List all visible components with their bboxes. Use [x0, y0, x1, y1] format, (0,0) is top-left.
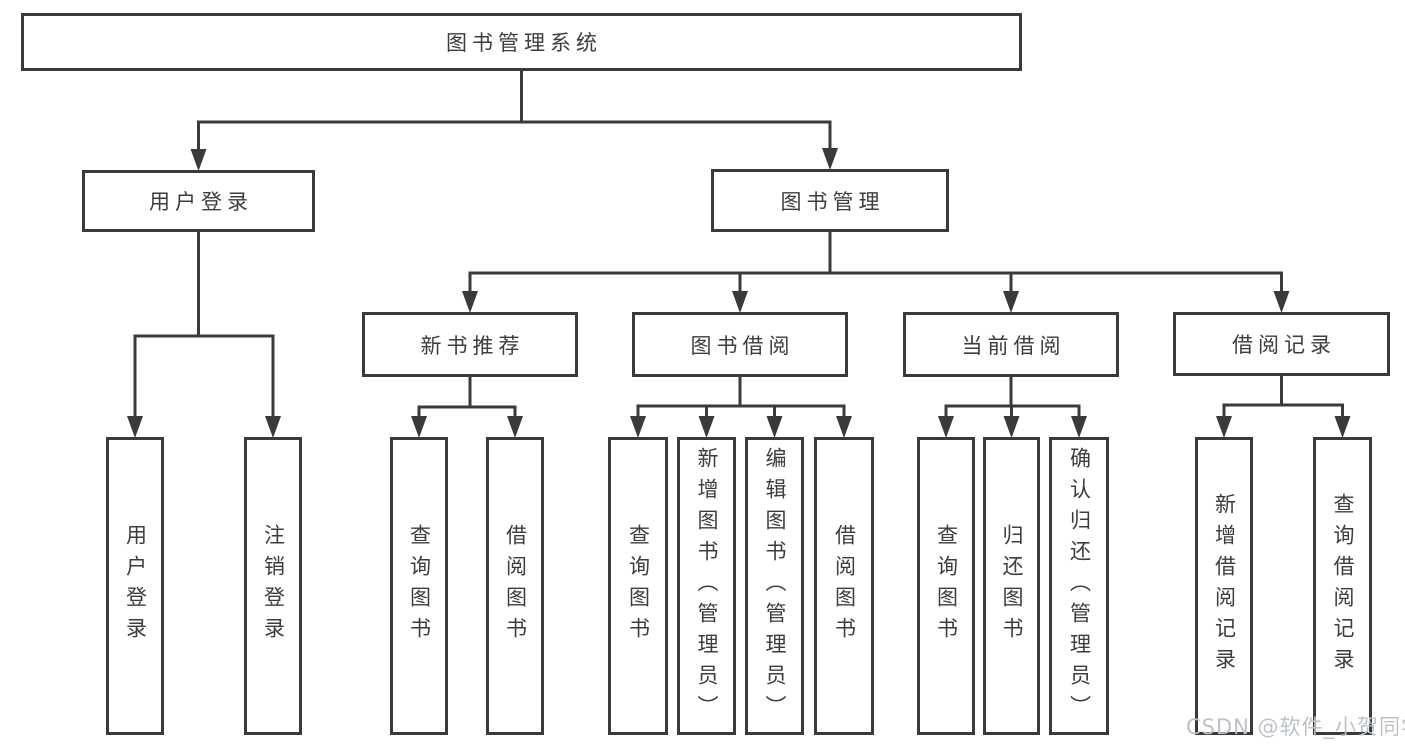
node-add-borrow-record-box: 新增借阅记录 [1195, 437, 1253, 735]
node-query-borrow-record-box: 查询借阅记录 [1313, 437, 1372, 735]
node-confirm-return-label: 确认归还（管理员） [1067, 446, 1092, 726]
arrowhead-icon [1003, 291, 1019, 313]
arrowhead-icon [462, 291, 478, 313]
arrowhead-icon [1216, 416, 1232, 438]
node-user-login-box: 用户登录 [82, 170, 315, 232]
node-user-login-action-box: 用户登录 [106, 437, 164, 735]
node-query-book-2-box: 查询图书 [608, 437, 668, 735]
node-book-borrow-box: 图书借阅 [632, 312, 848, 377]
node-query-borrow-record-label: 查询借阅记录 [1331, 493, 1355, 679]
arrowhead-icon [766, 416, 783, 438]
arrowhead-icon [836, 416, 852, 438]
node-borrow-record-label: 借阅记录 [1232, 333, 1336, 357]
node-borrow-book-1-label: 借阅图书 [503, 524, 528, 648]
arrowhead-icon [938, 416, 954, 438]
arrowhead-icon [507, 416, 523, 438]
node-query-book-3-box: 查询图书 [917, 437, 975, 735]
node-return-book-label: 归还图书 [1000, 524, 1024, 648]
node-book-mgmt-box: 图书管理 [711, 169, 949, 232]
node-confirm-return-box: 确认归还（管理员） [1049, 437, 1109, 735]
node-query-book-2-label: 查询图书 [626, 524, 651, 648]
node-edit-book-box: 编辑图书（管理员） [745, 437, 804, 735]
node-borrow-book-2-label: 借阅图书 [832, 524, 857, 648]
arrowhead-icon [1003, 416, 1020, 438]
arrowhead-icon [698, 416, 715, 438]
arrowhead-icon [190, 149, 207, 171]
node-new-book-rec-box: 新书推荐 [362, 312, 578, 377]
node-root-label: 图书管理系统 [446, 31, 602, 55]
node-current-borrow-box: 当前借阅 [903, 312, 1119, 377]
node-borrow-book-1-box: 借阅图书 [486, 437, 544, 735]
node-new-book-rec-label: 新书推荐 [420, 333, 525, 358]
arrowhead-icon [1273, 291, 1290, 313]
arrowhead-icon [732, 291, 748, 313]
node-book-mgmt-label: 图书管理 [780, 189, 885, 214]
arrowhead-icon [265, 416, 281, 438]
node-borrow-record-box: 借阅记录 [1173, 312, 1390, 376]
node-book-borrow-label: 图书借阅 [690, 333, 795, 358]
node-logout-action-box: 注销登录 [244, 437, 302, 735]
arrowhead-icon [1071, 416, 1087, 438]
node-logout-action-label: 注销登录 [261, 524, 286, 648]
node-edit-book-label: 编辑图书（管理员） [763, 446, 787, 726]
node-return-book-box: 归还图书 [983, 437, 1040, 735]
node-query-book-1-label: 查询图书 [407, 524, 432, 648]
csdn-watermark: CSDN @软件_小贺同学 [1186, 715, 1405, 739]
node-add-book-box: 新增图书（管理员） [677, 437, 736, 735]
node-borrow-book-2-box: 借阅图书 [814, 437, 874, 735]
node-query-book-1-box: 查询图书 [390, 437, 448, 735]
node-current-borrow-label: 当前借阅 [961, 333, 1066, 358]
node-user-login-action-label: 用户登录 [123, 524, 148, 648]
node-root-box: 图书管理系统 [21, 13, 1022, 71]
node-add-borrow-record-label: 新增借阅记录 [1212, 493, 1237, 679]
node-add-book-label: 新增图书（管理员） [695, 446, 719, 726]
edge-path [133, 68, 1344, 421]
node-query-book-3-label: 查询图书 [934, 524, 959, 648]
arrowhead-icon [127, 416, 143, 438]
arrowhead-icon [630, 416, 646, 438]
arrowhead-icon [1334, 416, 1351, 438]
arrowhead-icon [822, 148, 838, 170]
node-user-login-label: 用户登录 [149, 190, 253, 214]
arrowhead-icon [411, 416, 427, 438]
